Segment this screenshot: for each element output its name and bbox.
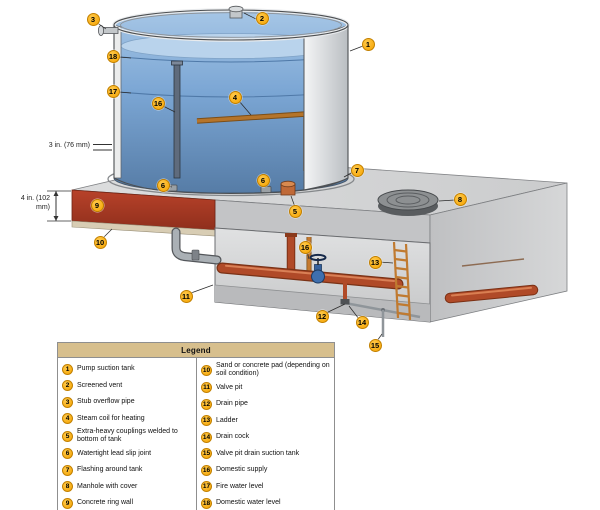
legend-item: 17 Fire water level — [199, 479, 332, 496]
legend-item-label: Screened vent — [77, 381, 123, 389]
callout-9: 9 — [90, 198, 104, 212]
legend-item: 3 Stub overflow pipe — [60, 394, 194, 411]
legend-item-label: Extra-heavy couplings welded to bottom o… — [77, 428, 178, 444]
callout-6: 6 — [256, 173, 270, 187]
callout-16: 16 — [298, 240, 312, 254]
legend-item-number: 11 — [201, 382, 212, 394]
legend-item-label: Manhole with cover — [77, 482, 138, 490]
dimension-marks — [47, 144, 112, 222]
legend-item-number: 8 — [62, 481, 73, 493]
legend-item-number: 13 — [201, 415, 212, 427]
legend-item: 8 Manhole with cover — [60, 479, 194, 496]
callout-2: 2 — [255, 11, 269, 25]
extra-heavy-coupling — [280, 180, 296, 196]
legend-item: 15 Valve pit drain suction tank — [199, 446, 332, 463]
pit-valve — [309, 253, 327, 284]
legend: Legend 1 Pump suction tank 2 Screened vent 3… — [57, 342, 335, 510]
pit-main-pipe — [216, 262, 404, 290]
legend-item-number: 17 — [201, 481, 212, 493]
legend-item-label: Watertight lead slip joint — [77, 449, 152, 457]
domestic-supply-riser — [171, 60, 183, 179]
legend-item-label: Ladder — [216, 416, 238, 424]
callout-5: 5 — [288, 204, 302, 218]
legend-item: 10 Sand or concrete pad (depending on soi… — [199, 361, 332, 380]
legend-item-number: 4 — [62, 413, 73, 425]
drain-cock — [340, 299, 350, 305]
dimension-3in-label: 3 in. (76 mm) — [48, 142, 90, 149]
legend-column-1: 1 Pump suction tank 2 Screened vent 3 Stub ov… — [58, 358, 196, 510]
tank-cut-wall — [113, 24, 122, 179]
callout-6: 6 — [156, 178, 170, 192]
legend-item-label: Pump suction tank — [77, 365, 135, 373]
callout-10: 10 — [93, 235, 107, 249]
legend-item: 18 Domestic water level — [199, 495, 332, 510]
legend-item: 2 Screened vent — [60, 378, 194, 395]
legend-item: 16 Domestic supply — [199, 462, 332, 479]
callout-11: 11 — [179, 289, 193, 303]
legend-title: Legend — [58, 343, 334, 358]
legend-item-label: Stub overflow pipe — [77, 398, 135, 406]
legend-item-number: 1 — [62, 363, 73, 375]
callout-12: 12 — [315, 309, 329, 323]
legend-item: 5 Extra-heavy couplings welded to bottom … — [60, 427, 194, 446]
legend-item-number: 18 — [201, 497, 212, 509]
legend-item-number: 14 — [201, 431, 212, 443]
screened-vent — [228, 5, 244, 19]
legend-item-label: Domestic supply — [216, 466, 268, 474]
callout-18: 18 — [106, 49, 120, 63]
legend-item: 1 Pump suction tank — [60, 361, 194, 378]
legend-item: 13 Ladder — [199, 413, 332, 430]
tank-front-shell — [303, 24, 349, 191]
callout-4: 4 — [228, 90, 242, 104]
legend-item-number: 3 — [62, 396, 73, 408]
legend-item-number: 6 — [62, 448, 73, 460]
callout-7: 7 — [350, 163, 364, 177]
legend-item-number: 9 — [62, 497, 73, 509]
callout-15: 15 — [368, 338, 382, 352]
legend-item-label: Drain cock — [216, 433, 250, 441]
legend-item-label: Steam coil for heating — [77, 414, 145, 422]
legend-item-number: 12 — [201, 398, 212, 410]
legend-item-number: 16 — [201, 464, 212, 476]
legend-column-2: 10 Sand or concrete pad (depending on soi… — [196, 358, 334, 510]
callout-1: 1 — [361, 37, 375, 51]
legend-item-number: 7 — [62, 464, 73, 476]
callout-13: 13 — [368, 255, 382, 269]
legend-item-label: Concrete ring wall — [77, 499, 134, 507]
lead-slip-joint-pipe — [171, 227, 222, 265]
legend-item-number: 5 — [62, 430, 73, 442]
legend-item-label: Valve pit — [216, 383, 243, 391]
legend-item: 9 Concrete ring wall — [60, 495, 194, 510]
legend-item-number: 10 — [201, 364, 212, 376]
legend-item-label: Valve pit drain suction tank — [216, 449, 300, 457]
legend-item-label: Sand or concrete pad (depending on soil … — [216, 362, 330, 378]
pit-suction-riser — [285, 233, 297, 272]
callout-14: 14 — [355, 315, 369, 329]
dimension-4in-label: 4 in. (102 mm) — [20, 195, 50, 212]
right-drain-pipe — [444, 258, 539, 304]
legend-item-number: 2 — [62, 380, 73, 392]
legend-item: 4 Steam coil for heating — [60, 411, 194, 428]
ladder — [392, 241, 412, 321]
pump-suction-tank — [98, 5, 350, 196]
callout-17: 17 — [106, 84, 120, 98]
legend-item-number: 15 — [201, 448, 212, 460]
legend-item-label: Fire water level — [216, 482, 264, 490]
tank-diagram-illustration — [47, 5, 568, 342]
legend-item-label: Domestic water level — [216, 499, 281, 507]
callout-8: 8 — [453, 192, 467, 206]
legend-item: 11 Valve pit — [199, 380, 332, 397]
manhole-cover — [377, 189, 439, 216]
legend-item: 7 Flashing around tank — [60, 462, 194, 479]
legend-body: 1 Pump suction tank 2 Screened vent 3 Stub ov… — [58, 358, 334, 510]
legend-item: 12 Drain pipe — [199, 396, 332, 413]
legend-item-label: Drain pipe — [216, 400, 248, 408]
callout-16: 16 — [151, 96, 165, 110]
callout-3: 3 — [86, 12, 100, 26]
legend-item-label: Flashing around tank — [77, 466, 143, 474]
legend-item: 14 Drain cock — [199, 429, 332, 446]
stub-overflow-pipe — [98, 25, 119, 36]
legend-item: 6 Watertight lead slip joint — [60, 446, 194, 463]
